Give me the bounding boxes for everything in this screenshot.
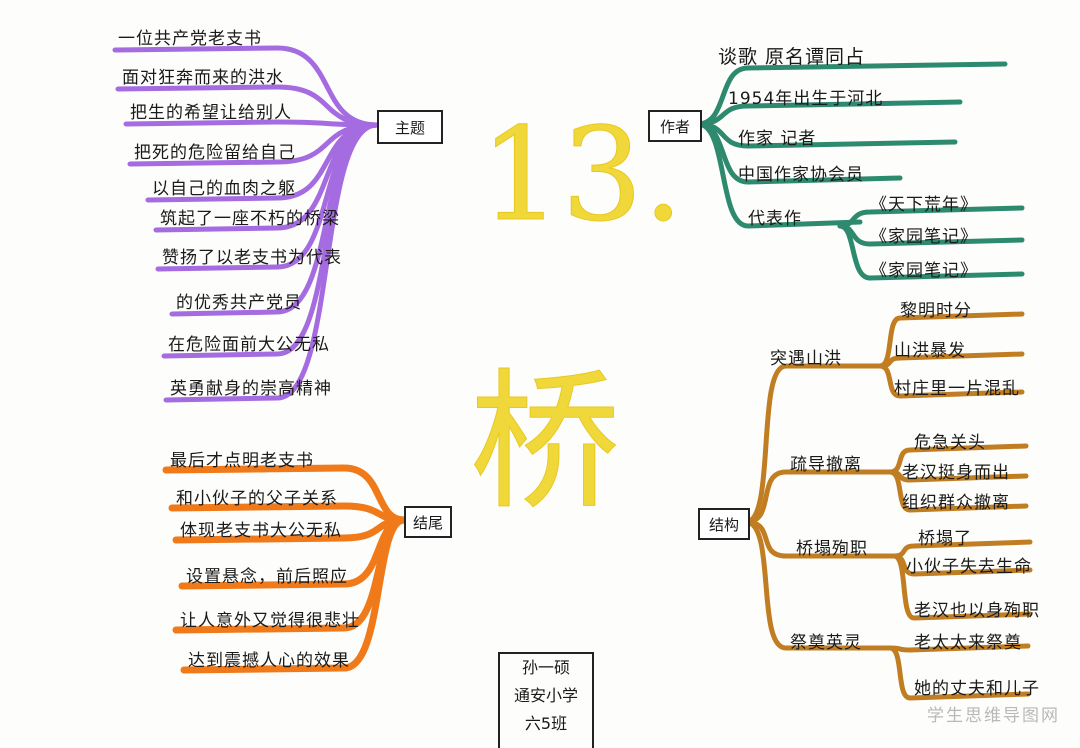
structure-section-title: 桥塌殉职 (796, 539, 868, 559)
ending-branch (180, 516, 408, 674)
theme-item: 面对狂奔而来的洪水 (122, 68, 284, 88)
ending-item: 达到震撼人心的效果 (188, 651, 350, 671)
structure-branch (743, 363, 883, 525)
structure-branch (743, 519, 893, 651)
ending-item: 最后才点明老支书 (170, 451, 314, 471)
structure-section-title: 突遇山洪 (770, 349, 842, 369)
theme-label-box: 主题 (377, 110, 443, 144)
structure-sub-branch (887, 645, 1031, 701)
author-work-branch (837, 223, 1025, 281)
structure-item: 组织群众撤离 (902, 493, 1010, 513)
ending-item: 和小伙子的父子关系 (176, 489, 338, 509)
author-item: 1954年出生于河北 (728, 89, 884, 109)
author-signature: 孙一硕 通安小学 六5班 (498, 652, 594, 748)
structure-item: 村庄里一片混乱 (894, 379, 1020, 399)
ending-item: 体现老支书大公无私 (180, 521, 342, 541)
structure-item: 危急关头 (914, 433, 986, 453)
structure-item: 山洪暴发 (894, 341, 966, 361)
structure-sub-branch (877, 363, 1025, 399)
author-label: 作者 (659, 117, 690, 136)
structure-item: 老汉也以身殉职 (914, 601, 1040, 621)
theme-item: 的优秀共产党员 (176, 293, 302, 313)
lesson-title-char: 桥 (469, 356, 621, 530)
structure-sub-branch (887, 469, 1029, 513)
ending-item: 让人意外又觉得很悲壮 (180, 611, 360, 631)
theme-label: 主题 (394, 118, 425, 137)
structure-section-title: 疏导撤离 (790, 455, 862, 475)
class-name: 六5班 (524, 714, 568, 733)
theme-item: 把死的危险留给自己 (134, 143, 296, 163)
theme-item: 英勇献身的崇高精神 (170, 379, 332, 399)
structure-item: 老太太来祭奠 (914, 633, 1022, 653)
author-work: 《家园笔记》 (870, 261, 978, 281)
structure-sub-branch (891, 553, 1033, 621)
structure-item: 桥塌了 (918, 529, 972, 549)
structure-item: 老汉挺身而出 (902, 463, 1010, 483)
structure-label-box: 结构 (698, 508, 750, 540)
ending-label-box: 结尾 (404, 506, 452, 538)
author-label-box: 作者 (648, 110, 702, 142)
structure-section-title: 祭奠英灵 (790, 633, 862, 653)
author-branch (695, 121, 958, 149)
theme-item: 赞扬了以老支书为代表 (162, 248, 342, 268)
structure-label: 结构 (708, 515, 739, 534)
structure-branch (743, 469, 893, 525)
structure-item: 黎明时分 (900, 301, 972, 321)
watermark: 学生思维导图网 (927, 706, 1060, 726)
theme-item: 在危险面前大公无私 (168, 335, 330, 355)
ending-item: 设置悬念，前后照应 (186, 567, 348, 587)
theme-item: 一位共产党老支书 (118, 29, 262, 49)
structure-item: 小伙子失去生命 (906, 557, 1032, 577)
structure-item: 她的丈夫和儿子 (914, 679, 1040, 699)
author-item: 代表作 (748, 209, 802, 229)
student-name: 孙一硕 (521, 658, 570, 677)
ending-label: 结尾 (412, 513, 443, 532)
theme-item: 以自己的血肉之躯 (152, 179, 296, 199)
author-work: 《家园笔记》 (870, 227, 978, 247)
theme-item: 筑起了一座不朽的桥梁 (160, 209, 340, 229)
author-branch (695, 121, 863, 229)
theme-branch (163, 122, 380, 403)
author-item: 谈歌 原名谭同占 (718, 46, 866, 68)
school-name: 通安小学 (513, 686, 578, 705)
author-item: 作家 记者 (738, 129, 817, 149)
theme-item: 把生的希望让给别人 (130, 103, 292, 123)
author-item: 中国作家协会员 (738, 165, 864, 185)
author-work: 《天下荒年》 (870, 195, 978, 215)
